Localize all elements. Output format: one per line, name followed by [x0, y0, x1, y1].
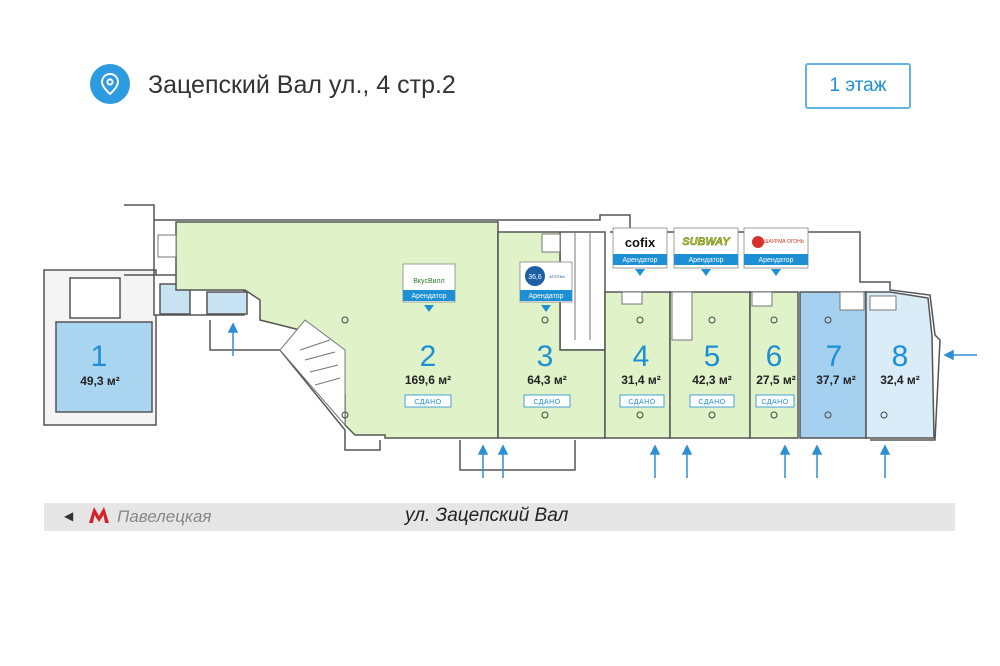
- unit-4[interactable]: 4 31,4 м² СДАНО: [604, 291, 671, 439]
- svg-text:Арендатор: Арендатор: [411, 293, 446, 300]
- unit-2-number: 2: [420, 340, 437, 373]
- unit-8-area: 32,4 м²: [880, 373, 920, 387]
- unit-6[interactable]: 6 27,5 м² СДАНО: [749, 291, 799, 439]
- unit-5-number: 5: [704, 340, 721, 373]
- unit-1-number: 1: [91, 340, 108, 373]
- unit-2-status: СДАНО: [414, 399, 441, 406]
- unit-1[interactable]: 1 49,3 м²: [55, 321, 153, 413]
- metro-icon: [88, 505, 110, 530]
- entrance-arrows: [227, 322, 977, 478]
- unit-8[interactable]: 8 32,4 м²: [865, 291, 935, 439]
- tenant-logo-vkusvill: ВкусВилл: [413, 278, 444, 285]
- unit-7-number: 7: [826, 340, 843, 373]
- unit-7-area: 37,7 м²: [816, 373, 856, 387]
- svg-text:Арендатор: Арендатор: [758, 257, 793, 264]
- metro-station-name: Павелецкая: [117, 507, 212, 526]
- tenant-sign-subway: SUBWAY Арендатор: [673, 227, 739, 276]
- floor-selector-button[interactable]: 1 этаж: [805, 63, 911, 109]
- svg-text:Арендатор: Арендатор: [528, 293, 563, 300]
- tenant-sign-366: 36,6 АПТЕКА Арендатор: [519, 261, 573, 312]
- unit-5-status: СДАНО: [698, 399, 725, 406]
- address-title: Зацепский Вал ул., 4 стр.2: [148, 71, 456, 99]
- left-arrow-icon: ◀: [64, 509, 74, 523]
- unit-7[interactable]: 7 37,7 м²: [799, 291, 867, 439]
- staircase: [279, 319, 346, 427]
- svg-text:Арендатор: Арендатор: [688, 257, 723, 264]
- floor-plan: 1 49,3 м² 2 169,6 м² СДАНО 3 64,3 м² СДА…: [43, 204, 977, 478]
- unit-3-status: СДАНО: [533, 399, 560, 406]
- unit-8-number: 8: [892, 340, 909, 373]
- tenant-sign-shaurma: ШАУРМА ОГОНЬ Арендатор: [743, 227, 809, 276]
- unit-2-area: 169,6 м²: [405, 373, 451, 387]
- tenant-sign-vkusvill: ВкусВилл Арендатор: [402, 263, 456, 312]
- unit-1-area: 49,3 м²: [80, 374, 120, 388]
- unit-6-status: СДАНО: [761, 399, 788, 406]
- tenant-logo-cofix: cofix: [625, 235, 656, 250]
- tenant-logo-366: 36,6: [528, 274, 542, 281]
- tenant-logo-shaurma: ШАУРМА ОГОНЬ: [764, 239, 805, 245]
- unit-6-area: 27,5 м²: [756, 373, 796, 387]
- unit-4-area: 31,4 м²: [621, 373, 661, 387]
- street-name: ул. Зацепский Вал: [405, 505, 569, 526]
- unit-3-area: 64,3 м²: [527, 373, 567, 387]
- unit-2[interactable]: 2 169,6 м² СДАНО: [157, 221, 499, 439]
- svg-text:АПТЕКА: АПТЕКА: [549, 274, 565, 279]
- location-pin-icon: [90, 64, 130, 104]
- tenant-sign-cofix: cofix Арендатор: [612, 227, 668, 276]
- street-bar: [44, 503, 955, 531]
- unit-6-number: 6: [766, 340, 783, 373]
- unit-5-area: 42,3 м²: [692, 373, 732, 387]
- header: Зацепский Вал ул., 4 стр.2 1 этаж: [0, 0, 1000, 170]
- tenant-logo-subway: SUBWAY: [682, 236, 731, 248]
- unit-4-number: 4: [633, 340, 650, 373]
- svg-text:Арендатор: Арендатор: [622, 257, 657, 264]
- unit-4-status: СДАНО: [628, 399, 655, 406]
- unit-5[interactable]: 5 42,3 м² СДАНО: [669, 291, 751, 439]
- unit-3-number: 3: [537, 340, 554, 373]
